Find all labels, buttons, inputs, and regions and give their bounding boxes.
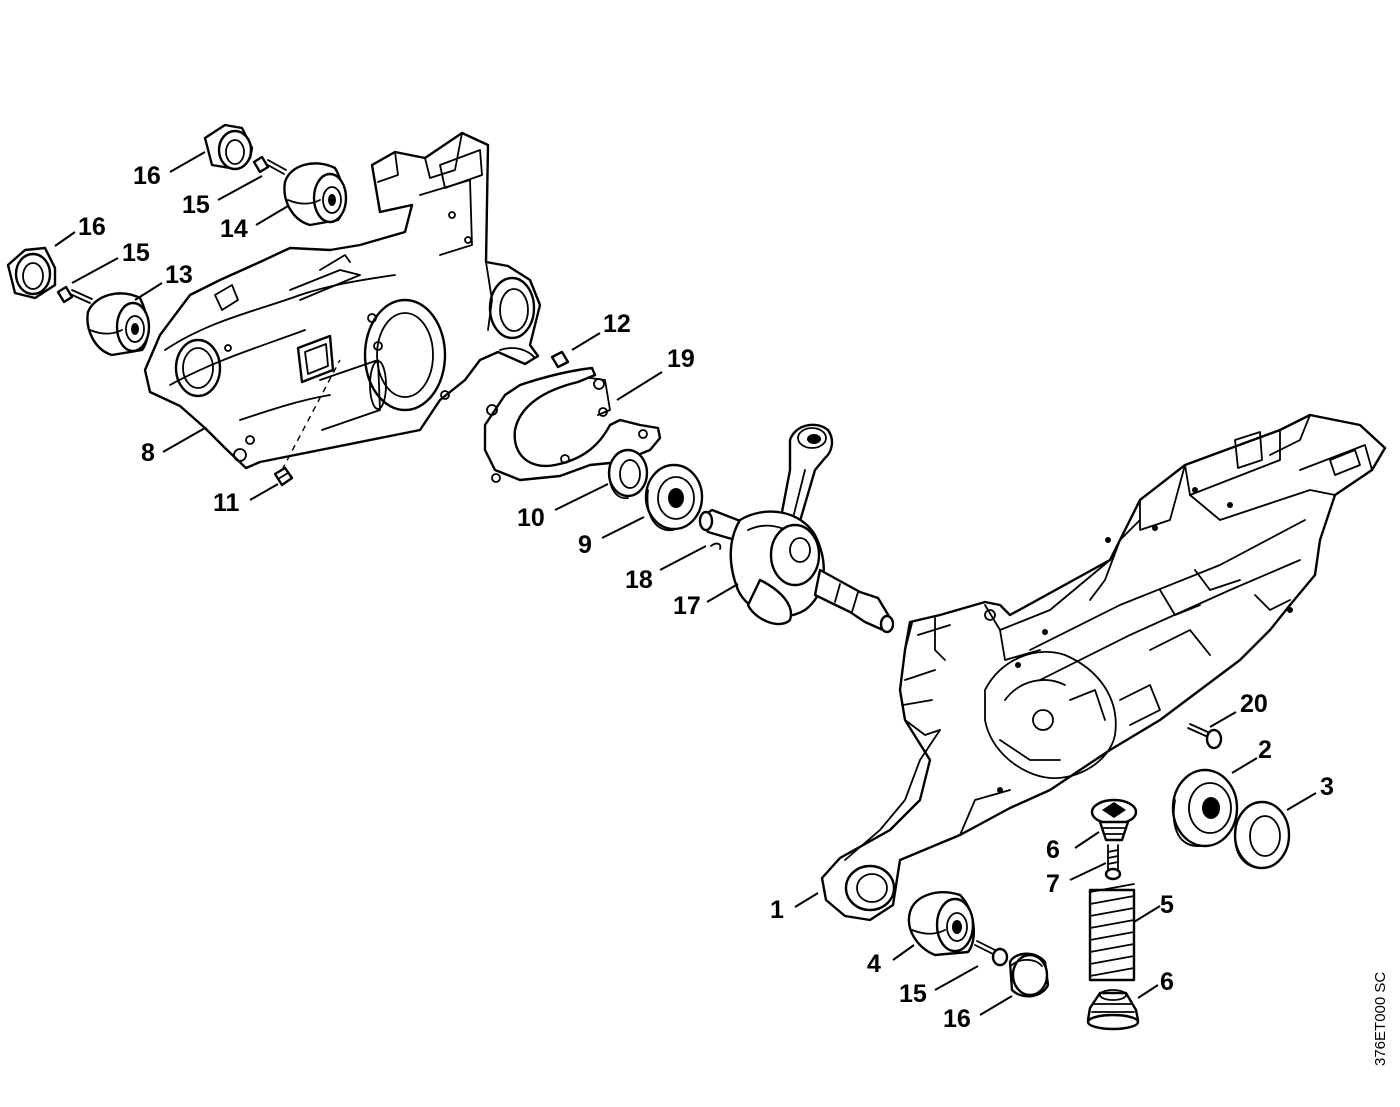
callout-10: 10 (517, 504, 545, 532)
screw-15-top (252, 155, 287, 175)
screw-15-left (56, 285, 93, 304)
callout-15: 15 (899, 980, 927, 1008)
callout-15: 15 (182, 191, 210, 219)
callout-12: 12 (603, 310, 631, 338)
callout-6: 6 (1160, 968, 1174, 996)
dowel-pin-12 (550, 350, 570, 369)
bushing-14 (283, 162, 348, 227)
callout-8: 8 (141, 439, 155, 467)
plug-6-top (1090, 798, 1138, 842)
screw-11 (273, 466, 294, 487)
callout-7: 7 (1046, 870, 1060, 898)
screw-7 (1104, 844, 1122, 881)
callout-11: 11 (213, 489, 240, 517)
callout-14: 14 (220, 215, 248, 243)
leader-lines (54, 151, 1317, 1016)
callout-2: 2 (1258, 736, 1272, 764)
callout-13: 13 (165, 261, 193, 289)
callout-1: 1 (770, 896, 784, 924)
callout-16: 16 (133, 162, 161, 190)
ball-bearing-2 (1171, 768, 1239, 848)
callout-6: 6 (1046, 836, 1060, 864)
bushing-4 (907, 891, 975, 957)
callout-4: 4 (867, 950, 881, 978)
callout-5: 5 (1160, 891, 1174, 919)
screw-15-bottom (974, 940, 1009, 967)
ball-bearing-9 (644, 463, 704, 531)
callout-3: 3 (1320, 773, 1334, 801)
callout-17: 17 (673, 592, 701, 620)
key-18 (710, 542, 722, 550)
callout-labels: 16 15 14 16 15 13 8 11 12 19 10 9 18 17 … (78, 162, 1334, 1033)
oil-seal-3 (1233, 800, 1291, 870)
callout-16: 16 (943, 1005, 971, 1033)
callout-9: 9 (578, 531, 592, 559)
cap-16-left (6, 246, 57, 300)
crankcase-half-left (143, 131, 542, 470)
bushing-13 (86, 292, 151, 357)
callout-19: 19 (667, 345, 695, 373)
callout-15: 15 (122, 239, 150, 267)
buffer-6-bottom (1086, 989, 1140, 1031)
callout-18: 18 (625, 566, 653, 594)
callout-16: 16 (78, 213, 106, 241)
screw-20 (1187, 723, 1223, 750)
drawing-code: 376ET000 SC (1372, 971, 1389, 1066)
gasket (483, 366, 662, 483)
crankshaft (698, 423, 895, 634)
cap-16-bottom (1008, 952, 1050, 998)
cap-16-top (203, 123, 254, 171)
crankcase-half-right-arm (820, 413, 1387, 922)
callout-20: 20 (1240, 690, 1268, 718)
oil-seal-10 (607, 448, 649, 499)
spring-5 (1088, 883, 1136, 982)
